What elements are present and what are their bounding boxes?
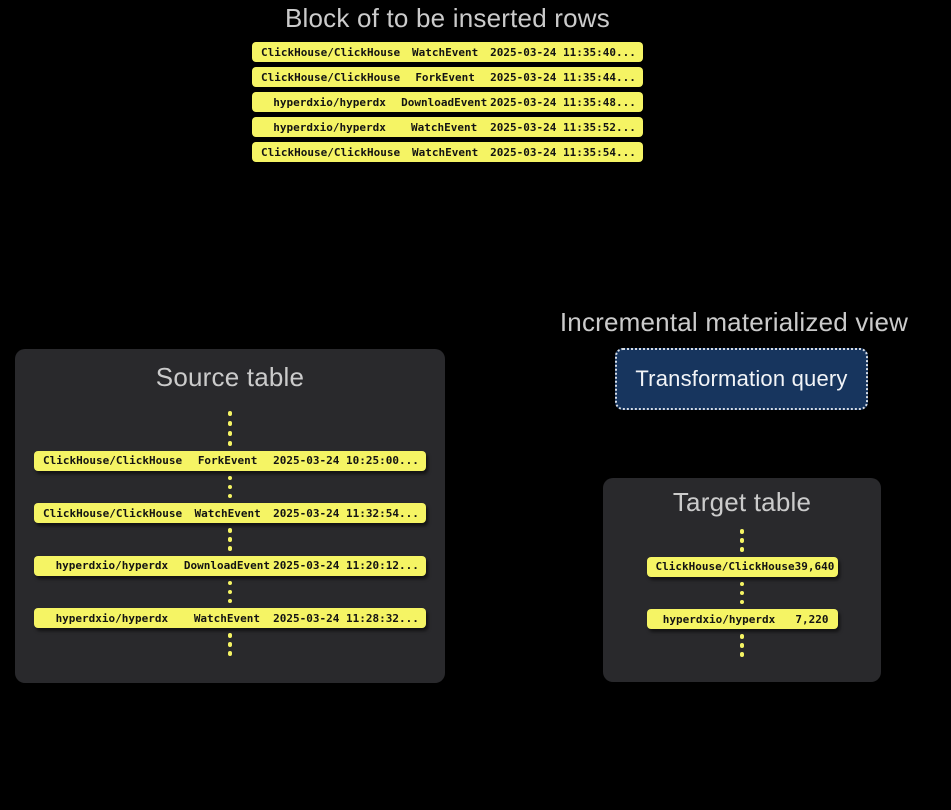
source-row: ClickHouse/ClickHouse ForkEvent 2025-03-… (34, 450, 426, 471)
event-cell: WatchEvent (412, 45, 479, 59)
vertical-ellipsis (225, 633, 235, 656)
more-cell: ... (616, 45, 636, 59)
vertical-ellipsis (225, 580, 235, 603)
source-row: hyperdxio/hyperdx DownloadEvent 2025-03-… (34, 555, 426, 576)
more-cell: ... (616, 95, 636, 109)
target-table-title: Target table (672, 487, 812, 517)
vertical-ellipsis (737, 529, 747, 552)
more-cell: ... (399, 559, 419, 572)
vertical-ellipsis (225, 528, 235, 551)
target-table-panel: Target table ClickHouse/ClickHouse 39,64… (603, 478, 881, 682)
repo-cell: ClickHouse/ClickHouse (261, 70, 401, 84)
repo-cell: ClickHouse/ClickHouse (261, 145, 401, 159)
event-cell: WatchEvent (412, 145, 479, 159)
more-cell: ... (399, 611, 419, 625)
repo-cell: ClickHouse/ClickHouse (655, 560, 795, 573)
count-cell: 39,640 (794, 560, 835, 573)
timestamp-cell: 2025-03-24 11:32:54 (273, 506, 399, 520)
repo-cell: hyperdxio/hyperdx (55, 559, 169, 572)
timestamp-cell: 2025-03-24 11:35:44 (490, 70, 616, 84)
source-table-panel: Source table ClickHouse/ClickHouse ForkE… (15, 349, 445, 683)
timestamp-cell: 2025-03-24 11:35:52 (490, 120, 616, 134)
repo-cell: ClickHouse/ClickHouse (43, 454, 183, 467)
insert-row: ClickHouse/ClickHouse WatchEvent 2025-03… (252, 42, 643, 62)
repo-cell: hyperdxio/hyperdx (273, 120, 386, 134)
materialized-view-title: Incremental materialized view (559, 307, 909, 337)
repo-cell: ClickHouse/ClickHouse (261, 45, 401, 59)
more-cell: ... (616, 70, 636, 84)
source-row: hyperdxio/hyperdx WatchEvent 2025-03-24 … (34, 608, 426, 628)
repo-cell: hyperdxio/hyperdx (273, 95, 386, 109)
vertical-ellipsis (737, 634, 747, 657)
repo-cell: hyperdxio/hyperdx (55, 611, 169, 625)
target-row: ClickHouse/ClickHouse 39,640 (646, 556, 838, 577)
source-row: ClickHouse/ClickHouse WatchEvent 2025-03… (34, 503, 426, 523)
count-cell: 7,220 (795, 612, 829, 626)
vertical-ellipsis (737, 581, 747, 604)
event-cell: DownloadEvent (183, 559, 270, 572)
event-cell: DownloadEvent (401, 95, 488, 109)
event-cell: ForkEvent (415, 70, 475, 84)
insert-row: hyperdxio/hyperdx DownloadEvent 2025-03-… (252, 92, 643, 112)
event-cell: WatchEvent (194, 506, 261, 520)
target-row: hyperdxio/hyperdx 7,220 (646, 609, 838, 629)
more-cell: ... (399, 506, 419, 520)
vertical-ellipsis (225, 411, 235, 446)
vertical-ellipsis (225, 475, 235, 498)
more-cell: ... (616, 120, 636, 134)
insert-row: hyperdxio/hyperdx WatchEvent 2025-03-24 … (252, 117, 643, 137)
timestamp-cell: 2025-03-24 11:35:54 (490, 145, 616, 159)
transformation-query-button: Transformation query (615, 348, 868, 410)
more-cell: ... (616, 145, 636, 159)
timestamp-cell: 2025-03-24 11:35:40 (490, 45, 616, 59)
repo-cell: hyperdxio/hyperdx (662, 612, 776, 626)
timestamp-cell: 2025-03-24 11:35:48 (490, 95, 616, 109)
insert-row: ClickHouse/ClickHouse ForkEvent 2025-03-… (252, 67, 643, 87)
timestamp-cell: 2025-03-24 11:28:32 (273, 611, 399, 625)
source-table-title: Source table (155, 362, 305, 392)
insert-block-title: Block of to be inserted rows (285, 3, 610, 33)
insert-row: ClickHouse/ClickHouse WatchEvent 2025-03… (252, 142, 643, 162)
timestamp-cell: 2025-03-24 10:25:00 (273, 454, 399, 467)
repo-cell: ClickHouse/ClickHouse (43, 506, 183, 520)
event-cell: WatchEvent (193, 611, 261, 625)
event-cell: WatchEvent (411, 120, 478, 134)
more-cell: ... (399, 454, 419, 467)
insert-block: Block of to be inserted rows ClickHouse/… (252, 3, 643, 167)
event-cell: ForkEvent (197, 454, 258, 467)
timestamp-cell: 2025-03-24 11:20:12 (273, 559, 399, 572)
